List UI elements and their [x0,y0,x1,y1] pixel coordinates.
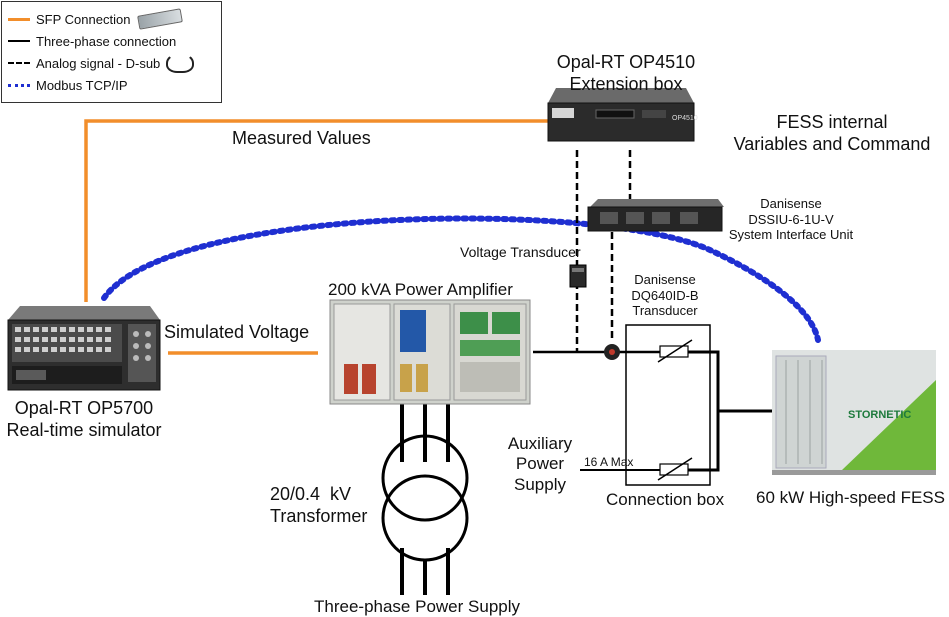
fess-internal-label-line1: FESS internal [776,112,888,132]
op5700-label-line1: Opal-RT OP5700 [14,398,154,418]
op4510-label-line1: Opal-RT OP4510 [556,52,696,72]
sfp-link-measured-values [84,119,548,302]
dssiu-label: Danisense DSSIU-6-1U-V System Interface … [716,196,866,243]
dssiu-label-line1: Danisense [760,196,822,211]
fess-container-device: STORNETIC [772,350,936,475]
dq-label-line2: DQ640ID-B [631,287,699,303]
simulated-voltage-label: Simulated Voltage [164,322,310,342]
legend: SFP Connection Three-phase connection An… [1,1,222,103]
connection-box-frame [625,324,711,486]
legend-label-analog: Analog signal - D-sub [36,55,161,71]
fess-logo: STORNETIC [848,409,911,421]
max-current-label: 16 A Max [584,455,634,469]
legend-label-modbus: Modbus TCP/IP [36,77,128,93]
op5700-label: Opal-RT OP5700 Real-time simulator [0,398,168,441]
power-amplifier-device [329,299,531,405]
fess-label: 60 kW High-speed FESS [756,488,945,507]
dq-transducer-icon [604,344,620,360]
op4510-badge: OP4510 [672,115,698,122]
fess-internal-label: FESS internal Variables and Command [722,112,942,155]
dsub-cable-icon [166,53,195,73]
legend-item-three-phase: Three-phase connection [8,32,176,50]
op4510-label: Opal-RT OP4510 Extension box [546,52,706,95]
dq-transducer-label: Danisense DQ640ID-B Transducer [610,272,720,319]
breaker-top-icon [648,339,693,363]
op4510-label-line2: Extension box [569,73,683,94]
legend-swatch-analog [8,62,30,64]
amplifier-label: 200 kVA Power Amplifier [328,280,513,299]
transformer-label-line2: Transformer [270,505,368,526]
dssiu-label-line2: DSSIU-6-1U-V [748,211,834,227]
breaker-bottom-icon [657,457,693,481]
connection-box-label: Connection box [606,490,725,509]
voltage-transducer-label: Voltage Transducer [460,244,581,260]
dssiu-device [587,199,724,232]
power-supply-label: Three-phase Power Supply [314,597,521,616]
transformer-label: 20/0.4 kV Transformer [270,484,367,527]
sfp-module-icon [137,8,184,30]
legend-label-three-phase: Three-phase connection [36,33,177,49]
dq-label-line3: Transducer [632,303,698,319]
op4510-device: OP4510 [547,88,698,142]
voltage-transducer-device [569,264,587,288]
aux-label-line3: Supply [514,474,566,494]
aux-label-line2: Power [515,454,565,474]
legend-swatch-three-phase [8,40,30,42]
aux-label-line1: Auxiliary [507,434,573,453]
three-phase-box-to-fess [688,350,772,472]
transformer-icon [381,404,469,595]
dq-label-line1: Danisense [634,272,696,287]
legend-item-analog: Analog signal - D-sub [8,53,195,73]
legend-label-sfp: SFP Connection [36,11,131,27]
dssiu-label-line3: System Interface Unit [728,227,854,243]
auxiliary-supply-label: Auxiliary Power Supply [500,434,580,495]
op5700-device [7,306,161,391]
op5700-label-line2: Real-time simulator [6,419,162,440]
legend-item-sfp: SFP Connection [8,8,184,30]
legend-item-modbus: Modbus TCP/IP [8,76,128,94]
measured-values-label: Measured Values [232,128,371,148]
legend-swatch-sfp [8,17,30,21]
transformer-label-line1: 20/0.4 kV [270,484,352,504]
legend-swatch-modbus [8,83,30,87]
fess-internal-label-line2: Variables and Command [733,133,931,154]
